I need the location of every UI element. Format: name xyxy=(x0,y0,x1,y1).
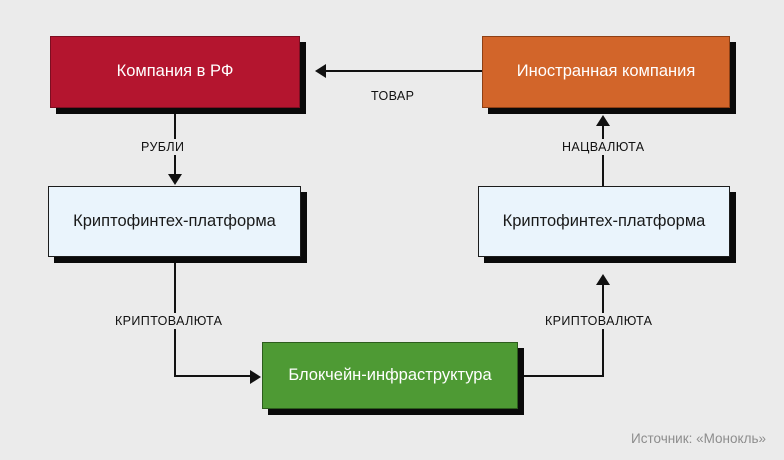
edge-national-currency-line xyxy=(602,126,604,188)
edge-crypto-right-arrowhead xyxy=(596,274,610,285)
node-company-rf: Компания в РФ xyxy=(50,36,300,108)
node-platform-right: Криптофинтех-платформа xyxy=(478,186,730,257)
edge-crypto-left-horizontal xyxy=(174,375,252,377)
edge-crypto-right-vertical xyxy=(602,284,604,376)
node-company-rf-label: Компания в РФ xyxy=(116,62,234,81)
edge-national-currency-label: НАЦВАЛЮТА xyxy=(557,139,650,155)
edge-crypto-right-label: КРИПТОВАЛЮТА xyxy=(540,313,658,329)
edge-crypto-left-label: КРИПТОВАЛЮТА xyxy=(110,313,228,329)
node-blockchain: Блокчейн-инфраструктура xyxy=(262,342,518,409)
node-platform-left: Криптофинтех-платформа xyxy=(48,186,301,257)
node-blockchain-label: Блокчейн-инфраструктура xyxy=(288,365,492,384)
edge-rubles-arrowhead xyxy=(168,174,182,185)
edge-goods-line xyxy=(326,70,482,72)
edge-national-currency-arrowhead xyxy=(596,115,610,126)
node-platform-right-label: Криптофинтех-платформа xyxy=(502,211,706,230)
edge-goods-arrowhead xyxy=(315,64,326,78)
node-platform-left-label: Криптофинтех-платформа xyxy=(73,211,276,230)
node-foreign-company: Иностранная компания xyxy=(482,36,730,108)
edge-goods-label: ТОВАР xyxy=(366,88,420,104)
source-note: Источник: «Монокль» xyxy=(631,431,766,446)
edge-crypto-right-horizontal xyxy=(524,375,604,377)
edge-crypto-left-arrowhead xyxy=(250,370,261,384)
edge-rubles-label: РУБЛИ xyxy=(136,139,190,155)
node-foreign-company-label: Иностранная компания xyxy=(516,62,696,81)
